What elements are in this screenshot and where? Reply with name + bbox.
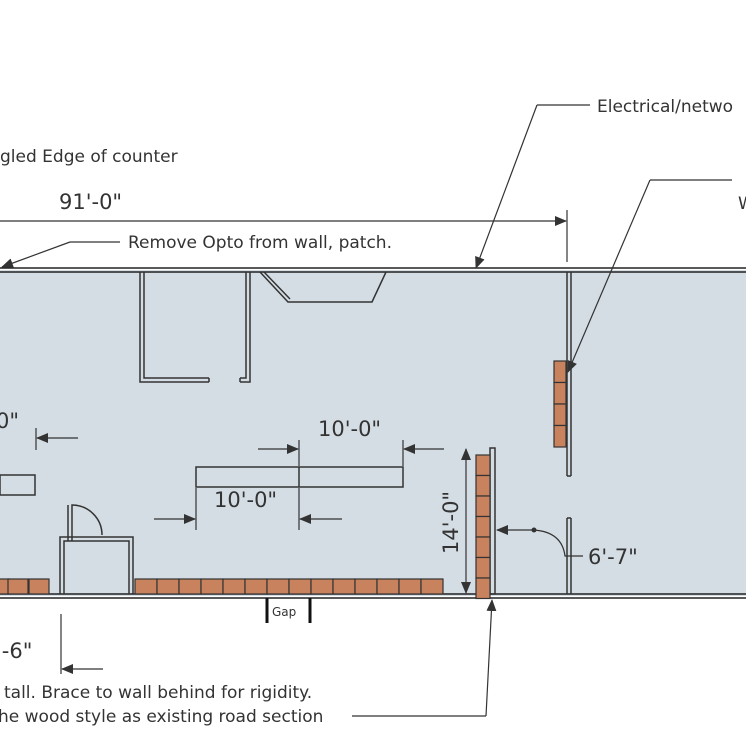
table-pair	[195, 466, 404, 488]
crate	[475, 454, 491, 477]
crate	[7, 578, 29, 595]
crate	[200, 578, 224, 595]
crate	[28, 578, 50, 595]
w-note: W	[738, 194, 746, 214]
remove-opto-note: Remove Opto from wall, patch.	[128, 233, 392, 253]
crates-bottom-row	[0, 578, 444, 595]
crates-right-wall	[553, 360, 567, 448]
overall-dimension	[0, 210, 568, 262]
crate	[310, 578, 334, 595]
w-leader	[567, 179, 732, 373]
electrical-note: Electrical/netwo	[597, 97, 733, 117]
brace-note: tall. Brace to wall behind for rigidity.	[4, 683, 312, 703]
crate	[475, 495, 491, 518]
upper-table-dimension	[258, 440, 444, 466]
left-table	[0, 474, 36, 496]
lower-table-dimension-label: 10'-0"	[214, 488, 277, 512]
electrical-leader	[475, 104, 590, 269]
gap-marker	[265, 598, 312, 623]
right-partition	[566, 272, 572, 594]
crate	[475, 515, 491, 538]
crate	[222, 578, 246, 595]
crate	[398, 578, 422, 595]
crate	[553, 424, 567, 448]
crate	[244, 578, 268, 595]
door	[59, 504, 134, 594]
crate	[475, 577, 491, 600]
vertical-dimension-label: 14'-0"	[439, 491, 463, 554]
dimension-dot	[531, 527, 537, 533]
crate	[475, 556, 491, 579]
crate	[553, 381, 567, 405]
crates-column	[475, 454, 491, 600]
right-offset-dimension-label: 6'-7"	[588, 545, 638, 569]
crate	[332, 578, 356, 595]
crate	[288, 578, 312, 595]
gap-label: Gap	[272, 605, 296, 619]
bottom-left-dimension-label: '-6"	[0, 639, 32, 663]
lower-table-dimension	[154, 488, 342, 530]
wood-style-note: he wood style as existing road section	[0, 707, 323, 727]
left-partial-dimension-label: 0"	[0, 409, 19, 433]
crate	[420, 578, 444, 595]
crate	[134, 578, 158, 595]
crate	[475, 536, 491, 559]
crate	[156, 578, 180, 595]
interior-partition	[139, 272, 251, 383]
overall-dimension-label: 91'-0"	[59, 190, 122, 214]
crate	[376, 578, 400, 595]
bottom-left-dimension	[60, 614, 103, 674]
crate	[266, 578, 290, 595]
crate	[178, 578, 202, 595]
crate	[475, 474, 491, 497]
crate	[553, 403, 567, 427]
crate	[354, 578, 378, 595]
left-partial-dimension	[35, 428, 78, 450]
right-offset-dimension	[496, 525, 583, 557]
angled-edge-note: gled Edge of counter	[0, 147, 178, 167]
crate	[553, 360, 567, 384]
wood-style-leader	[352, 599, 497, 717]
upper-table-dimension-label: 10'-0"	[318, 417, 381, 441]
remove-opto-leader	[1, 241, 120, 268]
angled-counter	[259, 271, 387, 303]
